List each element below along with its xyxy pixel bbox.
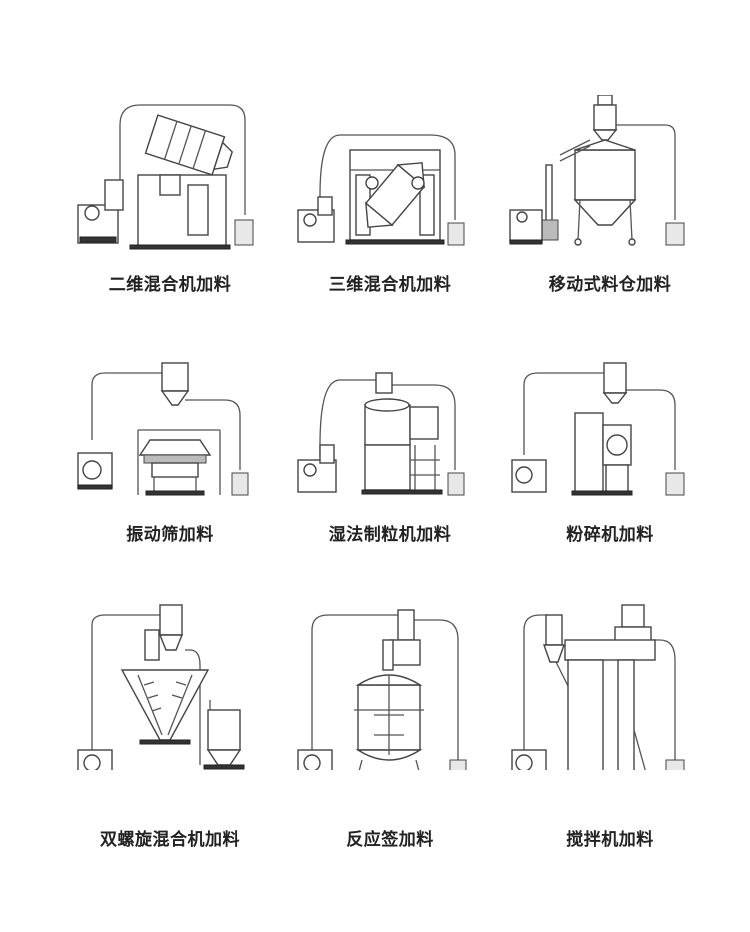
3d-mixer-illustration	[297, 134, 465, 246]
stirrer-illustration	[511, 604, 685, 770]
mobile-silo-illustration	[509, 95, 685, 246]
cell-mobile-silo: 移动式料仓加料	[500, 95, 720, 315]
caption-mobile-silo: 移动式料仓加料	[548, 275, 672, 295]
wet-granulator-illustration	[297, 372, 465, 496]
crusher-illustration	[511, 362, 685, 496]
caption-3d-mixer: 三维混合机加料	[328, 275, 452, 295]
caption-crusher: 粉碎机加料	[566, 525, 654, 545]
cell-vibrating-screen: 振动筛加料	[60, 345, 280, 565]
caption-vibrating-screen: 振动筛加料	[126, 525, 214, 545]
caption-stirrer: 搅拌机加料	[566, 830, 654, 850]
cell-reactor: 反应签加料	[280, 600, 500, 850]
reactor-illustration	[297, 609, 467, 770]
cell-3d-mixer: 三维混合机加料	[280, 95, 500, 315]
2d-mixer-illustration	[77, 104, 254, 250]
cell-stirrer: 搅拌机加料	[500, 600, 720, 850]
cell-crusher: 粉碎机加料	[500, 345, 720, 565]
double-screw-mixer-illustration	[77, 604, 245, 770]
cell-wet-granulator: 湿法制粒机加料	[280, 345, 500, 565]
cell-2d-mixer: 二维混合机加料	[60, 95, 280, 315]
caption-reactor: 反应签加料	[346, 830, 434, 850]
caption-wet-granulator: 湿法制粒机加料	[328, 525, 452, 545]
caption-2d-mixer: 二维混合机加料	[108, 275, 232, 295]
cell-double-screw-mixer: 双螺旋混合机加料	[60, 600, 280, 850]
caption-double-screw-mixer: 双螺旋混合机加料	[100, 830, 240, 850]
vibrating-screen-illustration	[77, 362, 249, 496]
